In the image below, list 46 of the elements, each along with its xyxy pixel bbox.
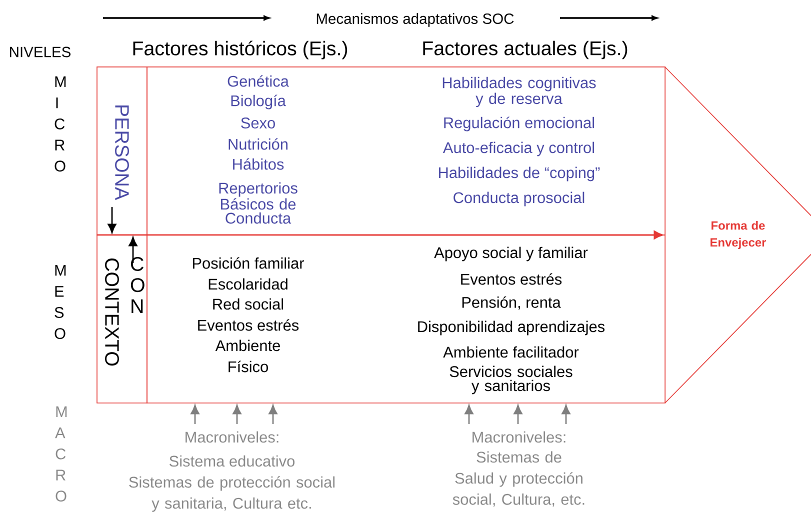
list-item: Hábitos [233,158,284,170]
list-item: Disponibilidad aprendizajes [418,320,605,336]
list-item: Conducta prosocial [454,192,584,206]
list-item: Eventos estrés [198,319,299,331]
arrow [190,404,200,424]
axis-title: NIVELES [10,46,71,58]
list-item: Escolaridad [208,278,288,290]
arrow [514,404,522,424]
list-item: Sexo [241,118,275,128]
arrow [97,230,664,240]
arrow [232,404,242,424]
arrow [464,404,474,424]
level-label: M A C R O [55,406,67,502]
list-item: Habilidades de “coping” [439,166,600,182]
level-label: M E S O [54,264,66,340]
macro-text: Sistemas de protección social y sanitaria, Cultura etc. [129,476,335,512]
macro-text: Macroniveles: [472,431,566,443]
list-item: Habilidades cognitivas y de reserva [442,76,596,108]
list-item: Regulación emocional [444,116,594,132]
list-item: Auto-eficacia y control [442,142,594,156]
list-item: Ambiente facilitador [443,346,579,358]
list-item: Posición familiar [192,257,304,269]
result-label: Forma de Envejecer [710,220,766,249]
list-item: Genética [228,75,289,87]
macro-text: Sistema educativo [170,455,294,467]
arrow [108,207,116,234]
list-item: Repertorios Básicos de Conducta [219,182,298,224]
column-header: Factores históricos (Ejs.) [133,40,348,60]
arrow [562,404,570,424]
macro-text: Macroniveles: [186,431,278,443]
header-label: Mecanismos adaptativos SOC [316,13,514,27]
list-item: Servicios sociales y sanitarios [450,366,572,394]
list-item: Red social [213,298,284,310]
list-item: Nutrición [228,138,288,150]
arrow [268,404,278,424]
list-item: Apoyo social y familiar [434,246,588,262]
vertical-label: CONTEXTO [105,258,119,366]
level-label: M I C R O [54,76,66,172]
column-header: Factores actuales (Ejs.) [423,40,628,60]
list-item: Eventos estrés [461,273,562,285]
arrow [128,236,138,263]
list-item: Biología [231,94,286,110]
list-item: Ambiente Físico [215,340,280,372]
vertical-label: PERSONA [115,105,129,200]
macro-text: Sistemas de Salud y protección social, Cultura, etc. [452,451,584,507]
list-item: Pensión, renta [462,296,561,310]
